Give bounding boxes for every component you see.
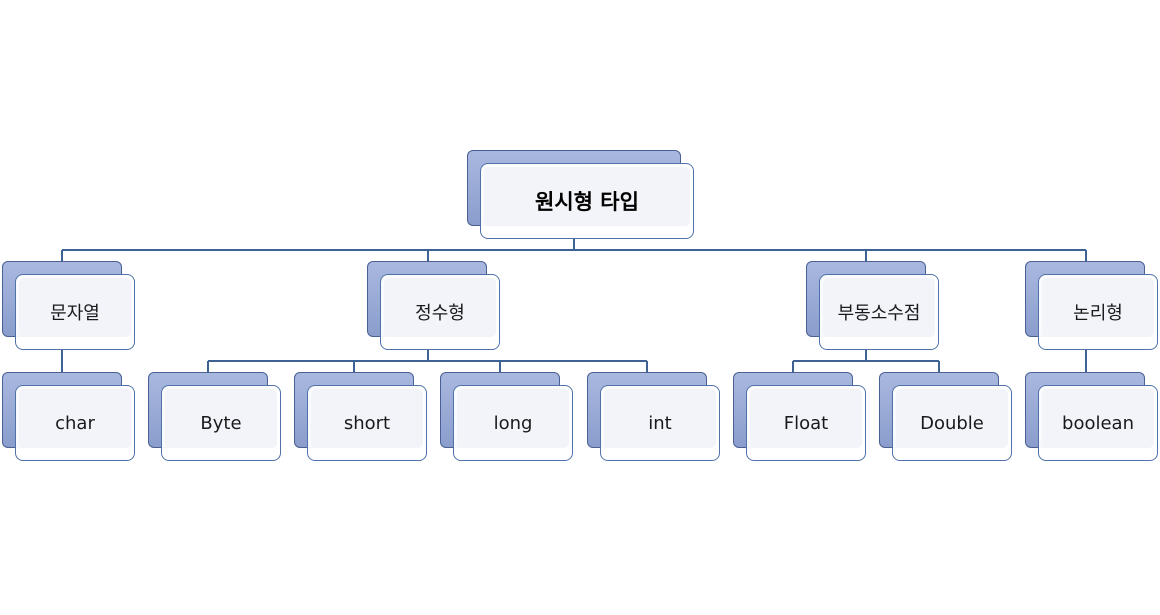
type-label: int (648, 412, 672, 434)
type-label: Float (783, 412, 829, 434)
root-label: 원시형 타입 (535, 190, 639, 214)
type-label: char (55, 412, 95, 434)
category-label: 부동소수점 (837, 303, 921, 324)
type-label: Double (920, 412, 984, 434)
category-label: 논리형 (1073, 303, 1123, 324)
type-label: short (343, 412, 391, 434)
type-label: long (493, 412, 533, 434)
category-label: 정수형 (415, 303, 465, 324)
category-label: 문자열 (50, 303, 100, 324)
type-label: boolean (1062, 412, 1134, 434)
type-label: Byte (200, 412, 242, 434)
